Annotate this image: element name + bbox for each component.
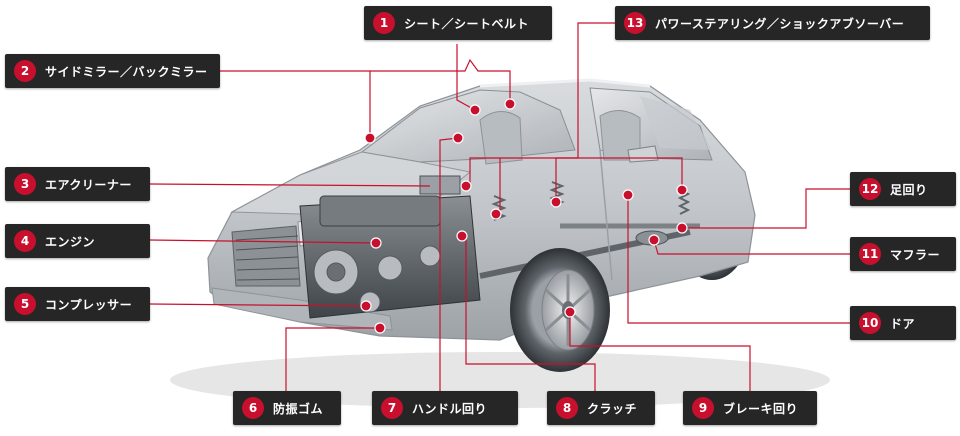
- label-text: パワーステアリング／ショックアブソーバー: [655, 16, 905, 31]
- label-vibration-rubber[interactable]: 6 防振ゴム: [233, 391, 341, 425]
- label-number: 11: [859, 243, 881, 265]
- part-markers: [360, 98, 688, 334]
- label-compressor[interactable]: 5 コンプレッサー: [5, 287, 150, 321]
- label-text: ドア: [890, 316, 916, 331]
- label-number: 2: [14, 60, 36, 82]
- label-number: 5: [14, 293, 36, 315]
- label-number: 12: [859, 178, 881, 200]
- label-suspension[interactable]: 12 足回り: [850, 172, 956, 206]
- label-number: 10: [859, 312, 881, 334]
- label-number: 4: [14, 230, 36, 252]
- label-number: 1: [373, 12, 395, 34]
- label-text: ハンドル回り: [412, 401, 488, 416]
- label-text: ブレーキ回り: [723, 401, 799, 416]
- leader-lines: [149, 22, 850, 391]
- label-mirrors[interactable]: 2 サイドミラー／バックミラー: [5, 54, 220, 88]
- label-brakes[interactable]: 9 ブレーキ回り: [683, 391, 817, 425]
- label-steering[interactable]: 7 ハンドル回り: [372, 391, 518, 425]
- label-text: サイドミラー／バックミラー: [45, 64, 208, 79]
- label-text: クラッチ: [587, 401, 638, 416]
- label-seat-seatbelt[interactable]: 1 シート／シートベルト: [364, 6, 552, 40]
- label-number: 13: [624, 12, 646, 34]
- label-text: 防振ゴム: [273, 401, 324, 416]
- label-engine[interactable]: 4 エンジン: [5, 224, 150, 258]
- label-text: シート／シートベルト: [404, 16, 530, 31]
- label-power-steering-shocks[interactable]: 13 パワーステアリング／ショックアブソーバー: [615, 6, 930, 40]
- label-number: 3: [14, 173, 36, 195]
- label-number: 9: [692, 397, 714, 419]
- label-number: 8: [556, 397, 578, 419]
- label-door[interactable]: 10 ドア: [850, 306, 956, 340]
- label-text: マフラー: [890, 247, 941, 262]
- label-muffler[interactable]: 11 マフラー: [850, 237, 956, 271]
- label-text: エアクリーナー: [45, 177, 132, 192]
- label-clutch[interactable]: 8 クラッチ: [547, 391, 655, 425]
- label-number: 6: [242, 397, 264, 419]
- label-number: 7: [381, 397, 403, 419]
- label-text: エンジン: [45, 234, 96, 249]
- label-text: 足回り: [890, 182, 928, 197]
- label-text: コンプレッサー: [45, 297, 133, 312]
- label-air-cleaner[interactable]: 3 エアクリーナー: [5, 167, 150, 201]
